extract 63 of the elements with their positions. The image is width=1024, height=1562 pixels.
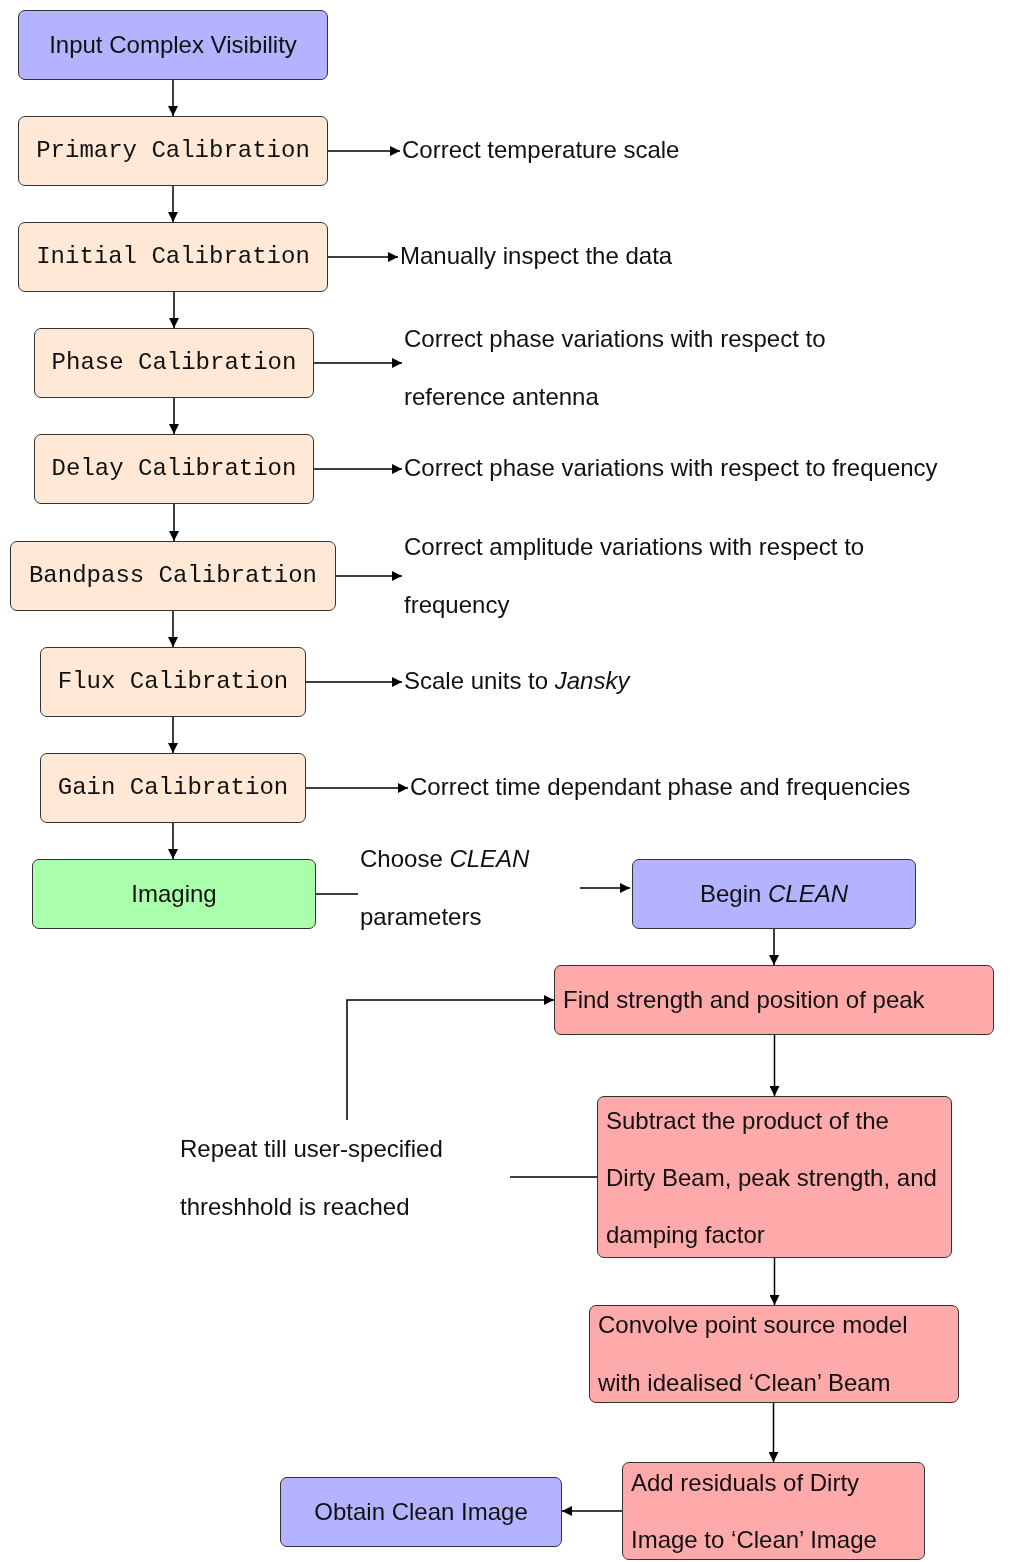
- box-label: Initial Calibration: [36, 242, 310, 272]
- calibration-box: [40, 647, 306, 717]
- arrow: [169, 397, 179, 435]
- calibration-box: [18, 116, 328, 186]
- box-label: Delay Calibration: [51, 454, 297, 484]
- box-label: Flux Calibration: [57, 667, 289, 697]
- box-label: Find strength and position of peak: [563, 985, 925, 1015]
- arrow: [168, 822, 178, 860]
- arrow: [769, 928, 779, 966]
- process-box: [18, 10, 328, 80]
- arrow: [168, 185, 178, 223]
- annotation-text: Correct temperature scale: [402, 135, 742, 165]
- arrow: [768, 1402, 779, 1463]
- box-label: Add residuals of Dirty Image to ‘Clean’ Image: [631, 1468, 878, 1555]
- arrow: [169, 291, 179, 329]
- box-label: Begin CLEAN: [699, 879, 849, 909]
- process-box: [597, 1096, 952, 1258]
- annotation-text: Manually inspect the data: [400, 241, 740, 271]
- process-box: [32, 859, 316, 929]
- calibration-box: [34, 328, 314, 398]
- box-label: Imaging: [131, 879, 217, 909]
- calibration-box: [40, 753, 306, 823]
- annotation-text: Correct amplitude variations with respect to frequency: [404, 518, 924, 634]
- arrow: [305, 677, 403, 687]
- arrow: [168, 610, 178, 648]
- process-box: [622, 1462, 925, 1560]
- connector-line: [509, 1176, 598, 1178]
- arrow: [169, 503, 179, 542]
- arrow: [305, 783, 409, 793]
- arrow: [313, 358, 403, 368]
- arrow: [327, 146, 401, 156]
- process-box: [589, 1305, 959, 1403]
- calibration-box: [10, 541, 336, 611]
- annotation-text: Scale units to Jansky: [404, 666, 704, 696]
- arrow: [335, 571, 403, 581]
- arrow: [313, 464, 403, 474]
- arrow: [168, 716, 178, 754]
- box-label: Primary Calibration: [36, 136, 310, 166]
- annotation-text: Repeat till user-specified threshhold is reached: [180, 1120, 510, 1236]
- arrow: [769, 1034, 780, 1097]
- annotation-text: Choose CLEAN parameters: [360, 830, 580, 946]
- arrow: [327, 252, 399, 262]
- arrow: [579, 883, 631, 893]
- box-label: Obtain Clean Image: [314, 1497, 528, 1527]
- box-label: Phase Calibration: [51, 348, 297, 378]
- arrow: [168, 79, 178, 117]
- annotation-text: Correct time dependant phase and frequencies: [410, 772, 1010, 802]
- calibration-box: [18, 222, 328, 292]
- calibration-box: [34, 434, 314, 504]
- process-box: [632, 859, 916, 929]
- arrow: [346, 995, 555, 1121]
- arrow: [769, 1257, 780, 1306]
- box-label: Gain Calibration: [57, 773, 289, 803]
- box-label: Subtract the product of the Dirty Beam, peak strength, and damping factor: [606, 1105, 938, 1250]
- connector-line: [315, 893, 359, 895]
- arrow: [561, 1506, 623, 1516]
- process-box: [554, 965, 994, 1035]
- box-label: Bandpass Calibration: [28, 561, 317, 591]
- annotation-text: Correct phase variations with respect to reference antenna: [404, 310, 874, 426]
- box-label: Input Complex Visibility: [49, 30, 297, 60]
- annotation-text: Correct phase variations with respect to frequency: [404, 453, 1022, 483]
- process-box: [280, 1477, 562, 1547]
- box-label: Convolve point source model with idealised ‘Clean’ Beam: [598, 1310, 909, 1398]
